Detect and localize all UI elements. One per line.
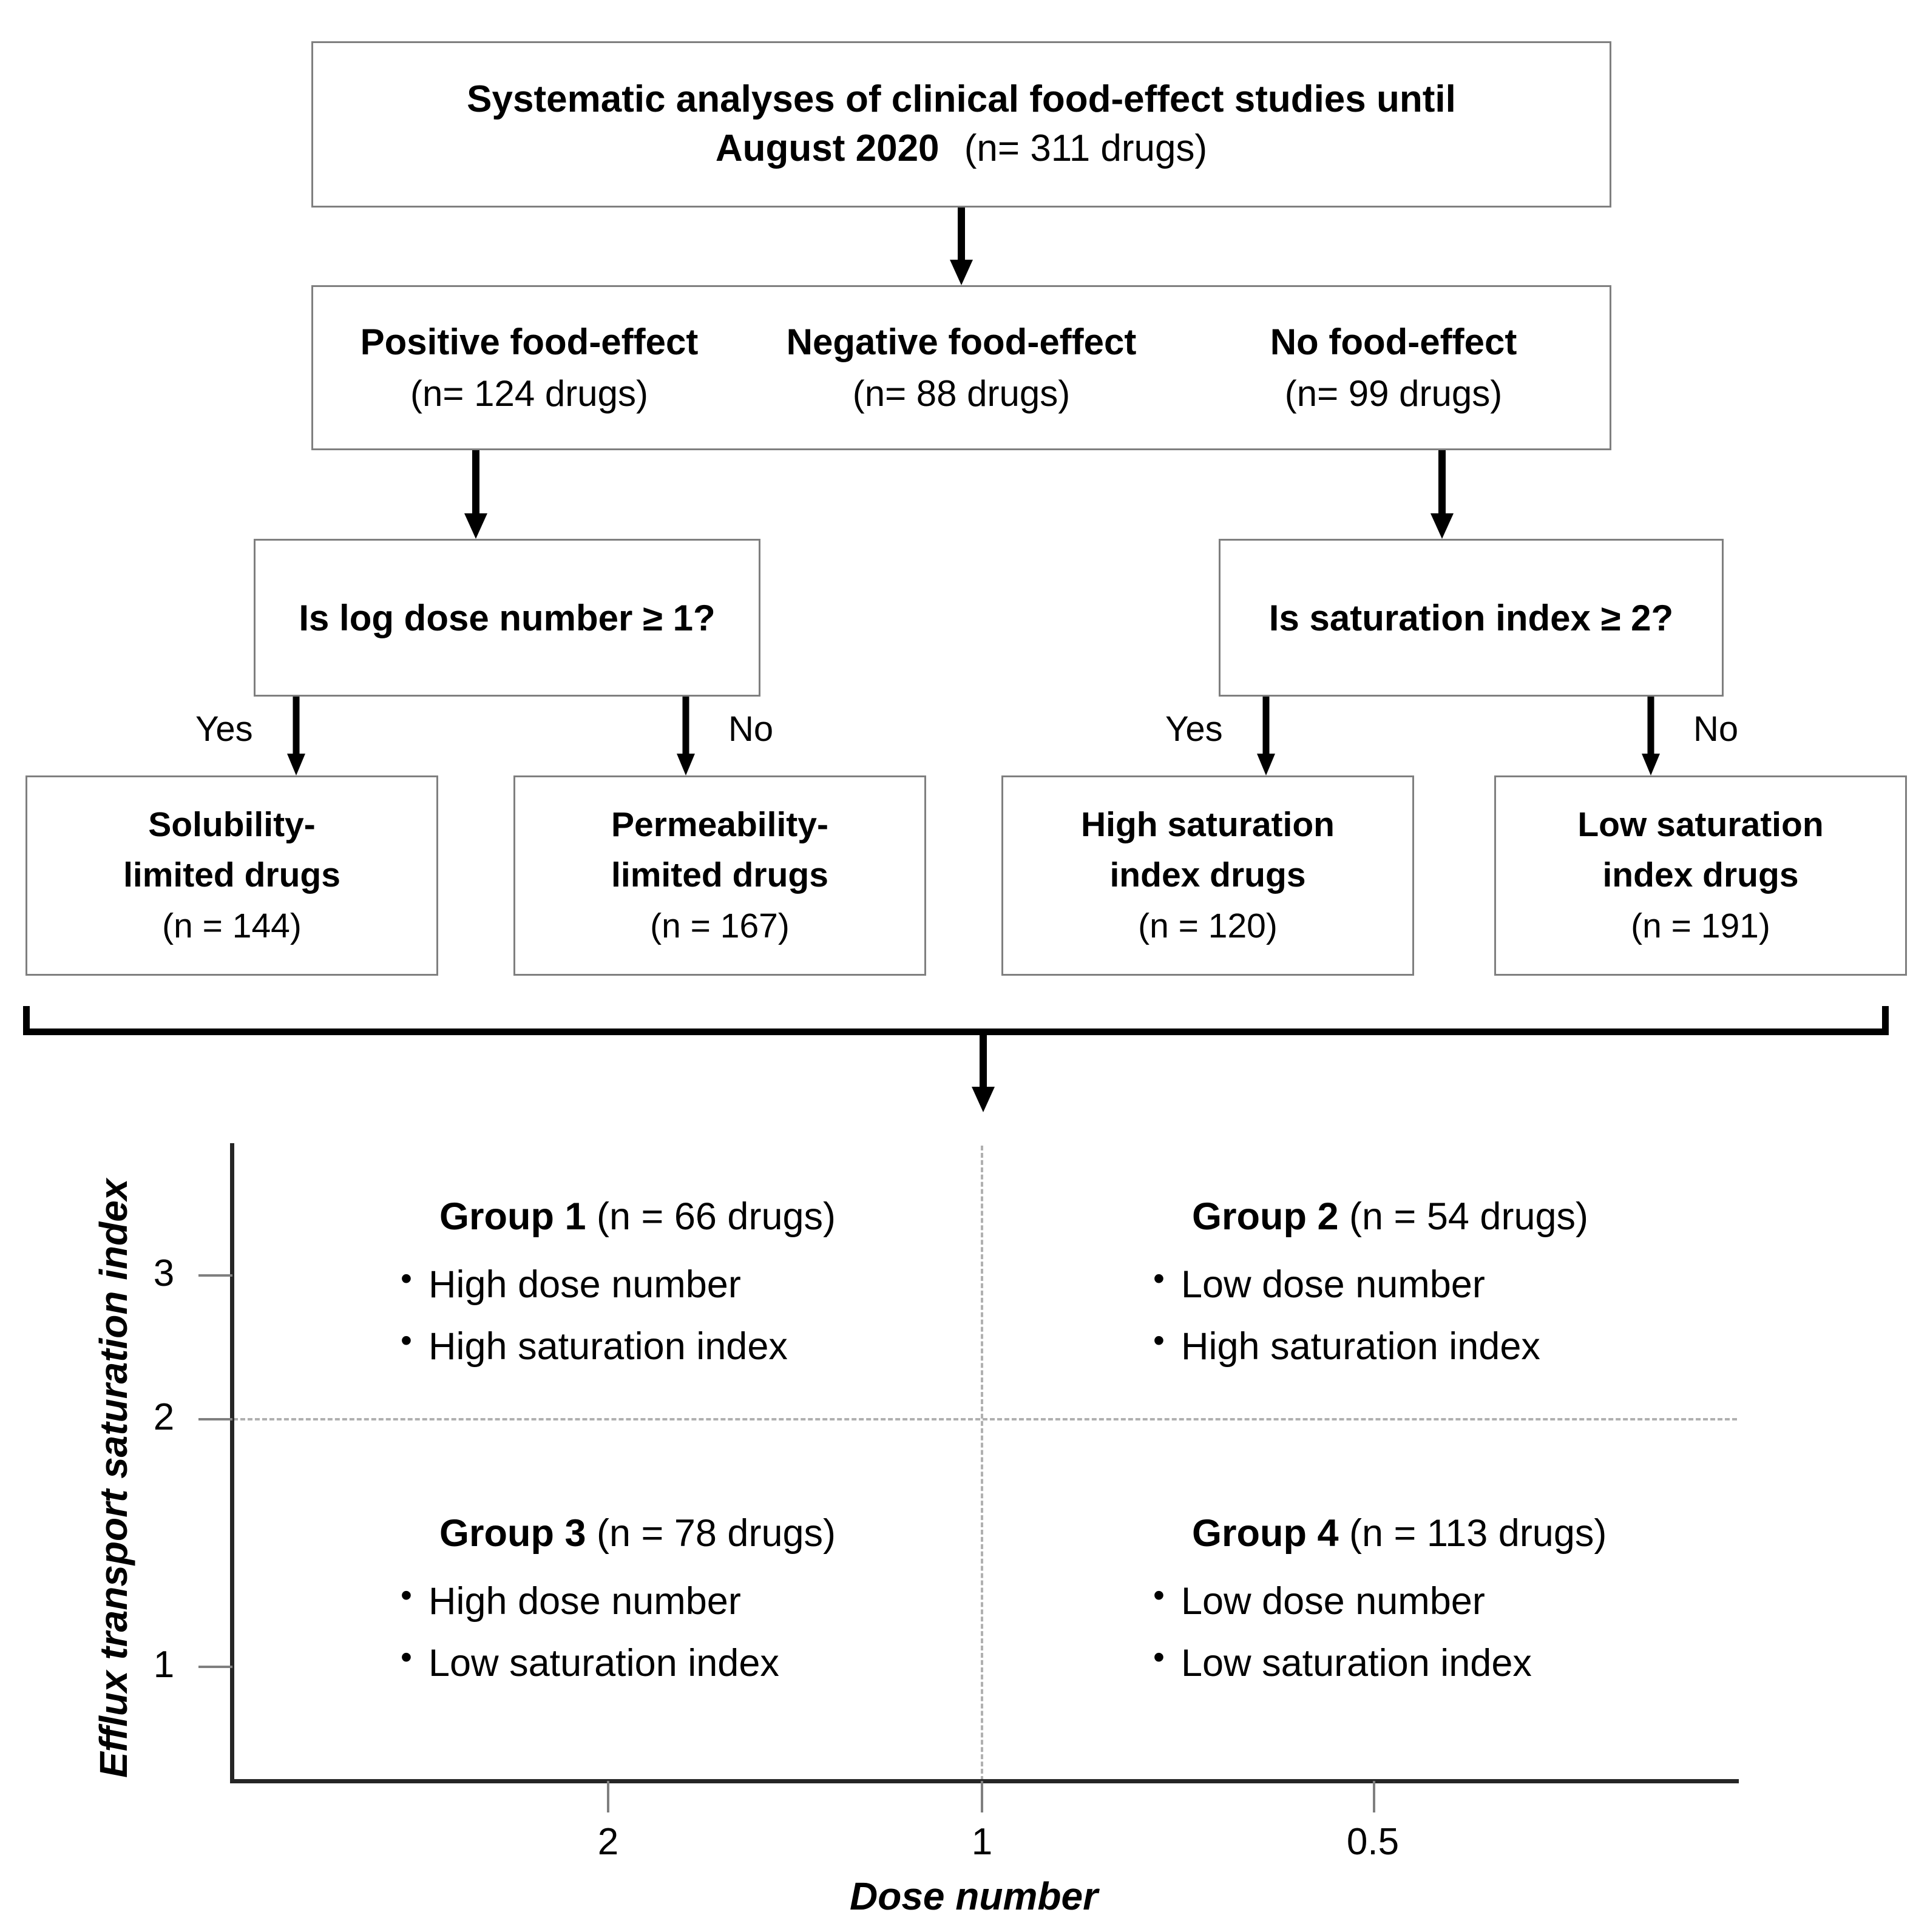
quadrant-group-3-heading: Group 3 (n = 78 drugs)	[401, 1511, 836, 1557]
arrow-title-to-foodeffect	[947, 208, 976, 285]
outcome-low-saturation-count: (n = 191)	[1631, 906, 1770, 945]
list-item: High dose number	[401, 1252, 836, 1316]
outcome-solubility-count: (n = 144)	[162, 906, 302, 945]
x-tick-label-2: 2	[597, 1821, 619, 1863]
decision-dose-number-yes-label: Yes	[195, 709, 253, 749]
list-item: High dose number	[401, 1569, 836, 1632]
outcome-box-high-saturation: High saturation index drugs (n = 120)	[1001, 775, 1414, 976]
quadrant-group-2-bullets: Low dose number High saturation index	[1153, 1252, 1588, 1377]
x-axis-title: Dose number	[850, 1874, 1098, 1918]
decision-saturation-index-text: Is saturation index ≥ 2?	[1268, 597, 1674, 638]
list-item: High saturation index	[401, 1314, 836, 1377]
outcome-low-saturation-line2: index drugs	[1602, 856, 1799, 895]
arrow-dose-number-yes	[284, 697, 308, 775]
food-effect-box: Positive food-effect (n= 124 drugs) Nega…	[311, 285, 1611, 450]
food-effect-none-count: (n= 99 drugs)	[1284, 373, 1503, 414]
decision-box-dose-number: Is log dose number ≥ 1?	[254, 539, 760, 697]
outcome-high-saturation-count: (n = 120)	[1138, 906, 1278, 945]
y-tick-label-3: 3	[153, 1252, 175, 1294]
outcome-high-saturation-line1: High saturation	[1080, 805, 1335, 845]
outcome-low-saturation-line1: Low saturation	[1577, 805, 1824, 845]
merge-bracket	[23, 1006, 1889, 1035]
food-effect-positive-label: Positive food-effect	[360, 321, 699, 362]
list-item: Low dose number	[1153, 1252, 1588, 1316]
decision-box-saturation-index: Is saturation index ≥ 2?	[1219, 539, 1724, 697]
y-tick-2	[198, 1418, 232, 1420]
arrow-positive-to-decision-dosenumber	[461, 450, 490, 539]
outcome-permeability-text: Permeability- limited drugs (n = 167)	[611, 800, 828, 951]
y-tick-1	[198, 1666, 232, 1668]
decision-saturation-yes-label: Yes	[1165, 709, 1223, 749]
outcome-high-saturation-text: High saturation index drugs (n = 120)	[1081, 800, 1335, 951]
quadrant-group-2-name: Group 2	[1192, 1195, 1339, 1238]
quadrant-group-2-heading: Group 2 (n = 54 drugs)	[1153, 1194, 1588, 1240]
list-item: Low saturation index	[1153, 1631, 1607, 1694]
outcome-high-saturation-line2: index drugs	[1109, 856, 1306, 895]
quadrant-group-1-heading: Group 1 (n = 66 drugs)	[401, 1194, 836, 1240]
decision-dose-number-no-label: No	[728, 709, 774, 749]
food-effect-positive-count: (n= 124 drugs)	[410, 373, 648, 414]
outcome-solubility-text: Solubility- limited drugs (n = 144)	[123, 800, 340, 951]
arrow-saturation-yes	[1254, 697, 1278, 775]
y-tick-label-2: 2	[153, 1396, 175, 1438]
outcome-permeability-line2: limited drugs	[611, 856, 828, 895]
food-effect-columns: Positive food-effect (n= 124 drugs) Nega…	[313, 287, 1610, 448]
outcome-box-solubility-limited: Solubility- limited drugs (n = 144)	[25, 775, 438, 976]
food-effect-positive: Positive food-effect (n= 124 drugs)	[313, 316, 745, 419]
outcome-box-low-saturation: Low saturation index drugs (n = 191)	[1494, 775, 1907, 976]
quadrant-group-2-count: (n = 54 drugs)	[1349, 1195, 1588, 1238]
quadrant-group-3-name: Group 3	[439, 1512, 586, 1555]
quadrant-group-4-heading: Group 4 (n = 113 drugs)	[1153, 1511, 1607, 1557]
quadrant-group-1-count: (n = 66 drugs)	[597, 1195, 836, 1238]
decision-dose-number-text: Is log dose number ≥ 1?	[299, 597, 716, 638]
food-effect-none-label: No food-effect	[1270, 321, 1517, 362]
x-tick-label-1: 1	[971, 1821, 993, 1863]
outcome-solubility-line2: limited drugs	[123, 856, 340, 895]
y-tick-3	[198, 1274, 232, 1277]
quadrant-group-3-count: (n = 78 drugs)	[597, 1512, 836, 1555]
y-axis-line	[230, 1143, 234, 1783]
arrow-saturation-no	[1639, 697, 1663, 775]
decision-saturation-no-label: No	[1693, 709, 1739, 749]
quadrant-group-1-bullets: High dose number High saturation index	[401, 1252, 836, 1377]
quadrant-group-2: Group 2 (n = 54 drugs) Low dose number H…	[1153, 1194, 1588, 1377]
x-tick-05	[1373, 1781, 1375, 1812]
title-box: Systematic analyses of clinical food-eff…	[311, 41, 1611, 208]
x-tick-1	[981, 1781, 983, 1812]
list-item: Low dose number	[1153, 1569, 1607, 1632]
gridline-saturation-index-2	[233, 1418, 1737, 1420]
food-effect-negative-count: (n= 88 drugs)	[852, 373, 1071, 414]
title-line-1: Systematic analyses of clinical food-eff…	[467, 78, 1456, 121]
arrow-nofoodeffect-to-decision-saturation	[1427, 450, 1457, 539]
outcome-low-saturation-text: Low saturation index drugs (n = 191)	[1577, 800, 1823, 951]
quadrant-group-4-name: Group 4	[1192, 1512, 1339, 1555]
outcome-solubility-line1: Solubility-	[148, 805, 316, 845]
quadrant-group-1: Group 1 (n = 66 drugs) High dose number …	[401, 1194, 836, 1377]
quadrant-group-4-count: (n = 113 drugs)	[1349, 1512, 1607, 1555]
arrow-bracket-to-plot	[969, 1028, 998, 1112]
x-tick-label-05: 0.5	[1346, 1821, 1400, 1863]
title-line-2: August 2020 (n= 311 drugs)	[716, 124, 1207, 174]
food-effect-negative: Negative food-effect (n= 88 drugs)	[745, 316, 1177, 419]
list-item: High saturation index	[1153, 1314, 1588, 1377]
outcome-permeability-line1: Permeability-	[611, 805, 828, 845]
y-axis-title: Efflux transport saturation index	[92, 1178, 135, 1778]
quadrant-group-3: Group 3 (n = 78 drugs) High dose number …	[401, 1511, 836, 1694]
quadrant-group-4-bullets: Low dose number Low saturation index	[1153, 1569, 1607, 1694]
title-date: August 2020	[715, 127, 940, 169]
food-effect-negative-label: Negative food-effect	[786, 321, 1137, 362]
gridline-dose-number-1	[981, 1146, 983, 1781]
y-tick-label-1: 1	[153, 1644, 175, 1686]
title-count: (n= 311 drugs)	[964, 127, 1208, 169]
list-item: Low saturation index	[401, 1631, 836, 1694]
quadrant-group-1-name: Group 1	[439, 1195, 586, 1238]
quadrant-group-4: Group 4 (n = 113 drugs) Low dose number …	[1153, 1511, 1607, 1694]
outcome-box-permeability-limited: Permeability- limited drugs (n = 167)	[513, 775, 926, 976]
food-effect-none: No food-effect (n= 99 drugs)	[1177, 316, 1610, 419]
outcome-permeability-count: (n = 167)	[650, 906, 790, 945]
arrow-dose-number-no	[674, 697, 698, 775]
quadrant-group-3-bullets: High dose number Low saturation index	[401, 1569, 836, 1694]
x-tick-2	[607, 1781, 609, 1812]
x-axis-line	[230, 1779, 1739, 1783]
